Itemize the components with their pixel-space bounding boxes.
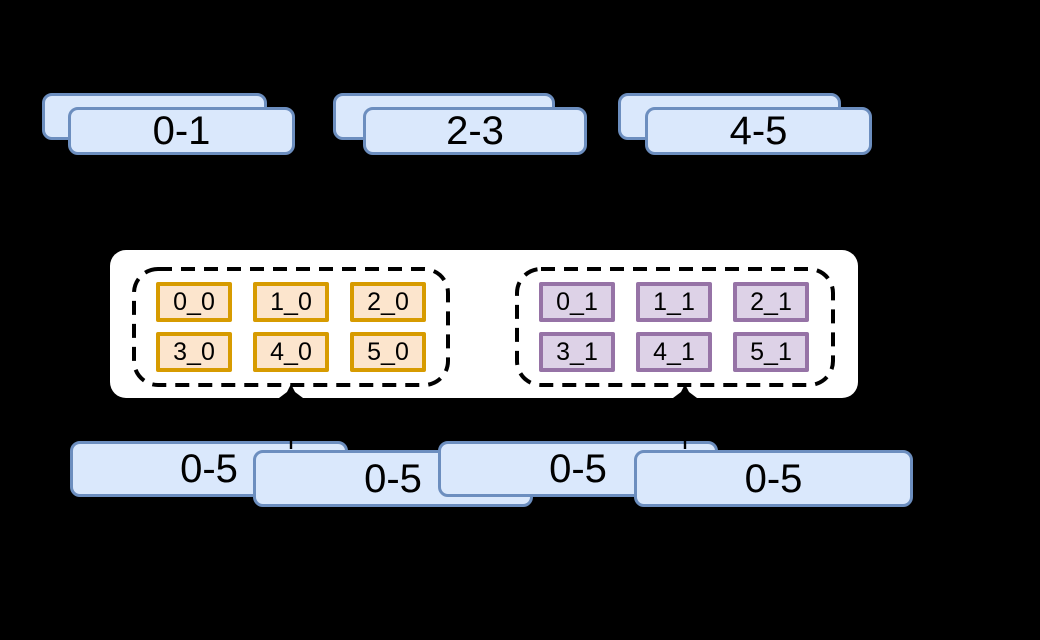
cell-label: 5_0 bbox=[367, 337, 409, 366]
cell-0_1: 0_1 bbox=[539, 282, 615, 322]
node-label: 4-5 bbox=[729, 109, 788, 153]
cell-label: 1_0 bbox=[270, 287, 312, 316]
cell-5_1: 5_1 bbox=[733, 332, 809, 372]
cell-1_0: 1_0 bbox=[253, 282, 329, 322]
dashed-group-0: 0_0 1_0 2_0 3_0 4_0 5_0 bbox=[132, 267, 450, 387]
cell-label: 0_0 bbox=[173, 287, 215, 316]
cell-2_1: 2_1 bbox=[733, 282, 809, 322]
cell-5_0: 5_0 bbox=[350, 332, 426, 372]
arrow-up-right bbox=[669, 384, 701, 449]
stacked-node-bottom-3: 0-5 bbox=[634, 450, 913, 507]
cell-2_0: 2_0 bbox=[350, 282, 426, 322]
cell-label: 2_1 bbox=[750, 287, 792, 316]
node-label: 0-5 bbox=[549, 447, 607, 491]
cell-grid-1: 0_1 1_1 2_1 3_1 4_1 5_1 bbox=[515, 267, 835, 387]
stacked-node-top-0: 0-1 bbox=[68, 107, 295, 155]
node-label: 0-1 bbox=[152, 109, 211, 153]
node-label: 0-5 bbox=[744, 456, 803, 501]
stacked-node-top-1: 2-3 bbox=[363, 107, 587, 155]
node-label: 0-5 bbox=[180, 447, 238, 491]
cell-4_1: 4_1 bbox=[636, 332, 712, 372]
arrow-shaft bbox=[289, 396, 293, 449]
groups-container: 0_0 1_0 2_0 3_0 4_0 5_0 0_1 1_1 2_1 3_1 … bbox=[110, 250, 858, 398]
arrow-shaft bbox=[683, 396, 687, 449]
cell-label: 2_0 bbox=[367, 287, 409, 316]
cell-4_0: 4_0 bbox=[253, 332, 329, 372]
arrow-head bbox=[676, 384, 694, 402]
arrow-up-left bbox=[275, 384, 307, 449]
cell-label: 5_1 bbox=[750, 337, 792, 366]
cell-0_0: 0_0 bbox=[156, 282, 232, 322]
cell-label: 0_1 bbox=[556, 287, 598, 316]
cell-label: 3_0 bbox=[173, 337, 215, 366]
arrow-head bbox=[282, 384, 300, 402]
dashed-group-1: 0_1 1_1 2_1 3_1 4_1 5_1 bbox=[515, 267, 835, 387]
cell-grid-0: 0_0 1_0 2_0 3_0 4_0 5_0 bbox=[132, 267, 450, 387]
cell-1_1: 1_1 bbox=[636, 282, 712, 322]
cell-3_1: 3_1 bbox=[539, 332, 615, 372]
node-label: 0-5 bbox=[364, 456, 422, 501]
cell-label: 1_1 bbox=[653, 287, 695, 316]
node-label: 2-3 bbox=[446, 109, 504, 153]
cell-label: 3_1 bbox=[556, 337, 598, 366]
cell-label: 4_0 bbox=[270, 337, 312, 366]
cell-3_0: 3_0 bbox=[156, 332, 232, 372]
cell-label: 4_1 bbox=[653, 337, 695, 366]
stacked-node-top-2: 4-5 bbox=[645, 107, 872, 155]
